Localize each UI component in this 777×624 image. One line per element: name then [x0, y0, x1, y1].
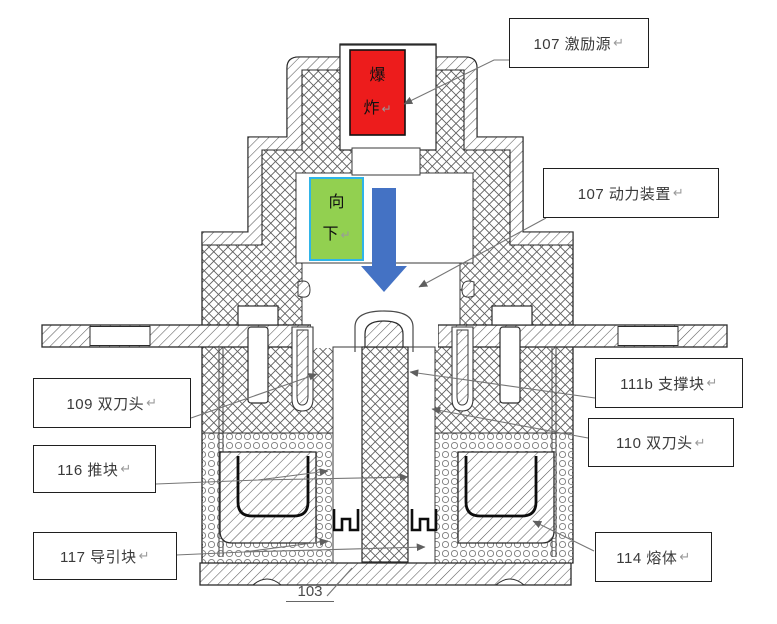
blade-slot-left: [291, 326, 314, 412]
callout-blade-109: 109 双刀头↵: [33, 378, 191, 428]
support-column: [361, 346, 409, 563]
blade-slot-right: [451, 326, 474, 412]
leader-excitation: [403, 59, 509, 105]
leader-push-block-b: [257, 473, 409, 482]
leader-lines: [155, 59, 596, 597]
callout-blade-110: 110 双刀头↵: [588, 418, 734, 467]
leader-blade-110: [431, 406, 589, 439]
cavity-ear-right: [461, 280, 475, 298]
callout-guide-block: 117 导引块↵: [33, 532, 177, 580]
callout-excitation-source: 107 激励源↵: [509, 18, 649, 68]
callout-power-unit: 107 动力装置↵: [543, 168, 719, 218]
bolt-left: [237, 305, 279, 404]
leader-blade-109: [190, 373, 318, 419]
cavity-throat-fill: [353, 149, 419, 174]
callout-blade-110-text: 110 双刀头: [616, 435, 693, 452]
explosion-box[interactable]: [349, 49, 406, 136]
callout-power-unit-text: 107 动力装置: [577, 185, 671, 203]
callout-blade-109-text: 109 双刀头: [66, 395, 145, 413]
guide-notch-left: [332, 509, 360, 532]
paragraph-mark: ↵: [706, 375, 718, 390]
down-arrow[interactable]: [361, 188, 407, 292]
bolt-right: [491, 305, 533, 404]
base-plate-ref-label: 103: [286, 583, 334, 602]
guide-notch-right: [410, 509, 438, 532]
callout-guide-block-text: 117 导引块: [60, 548, 137, 566]
callout-push-block-text: 116 推块: [57, 461, 119, 479]
fuse-chamber-right: [457, 451, 555, 544]
fuse-chamber-left: [219, 451, 317, 544]
leader-support-block: [409, 369, 596, 399]
cavity-ear-left: [297, 280, 311, 298]
paragraph-mark: ↵: [672, 185, 685, 200]
callout-fuse-element: 114 熔体↵: [595, 532, 712, 582]
leader-power-unit: [418, 217, 547, 288]
paragraph-mark: ↵: [138, 548, 150, 563]
downward-box[interactable]: [309, 177, 364, 261]
paragraph-mark: ↵: [146, 395, 158, 410]
paragraph-mark: ↵: [120, 461, 132, 476]
support-block-cap: [364, 320, 404, 348]
shell-band-right: [435, 56, 574, 246]
leader-guide-block-b: [243, 543, 426, 553]
callout-support-block: 111b 支撑块↵: [595, 358, 743, 408]
busbar-left: [41, 324, 312, 348]
base-plate: [199, 562, 572, 586]
callout-support-block-text: 111b 支撑块: [620, 375, 705, 393]
leader-fuse-element: [532, 520, 595, 552]
callout-excitation-text: 107 激励源: [533, 35, 612, 53]
paragraph-mark: ↵: [694, 434, 706, 450]
pusher-outline: [354, 310, 414, 352]
paragraph-mark: ↵: [679, 549, 691, 564]
leader-base-ref: [326, 567, 353, 597]
callout-fuse-element-text: 114 熔体: [616, 549, 678, 567]
callout-push-block: 116 推块↵: [33, 445, 156, 493]
paragraph-mark: ↵: [613, 35, 625, 50]
busbar-right: [437, 324, 728, 348]
shell-band-left: [201, 56, 341, 246]
